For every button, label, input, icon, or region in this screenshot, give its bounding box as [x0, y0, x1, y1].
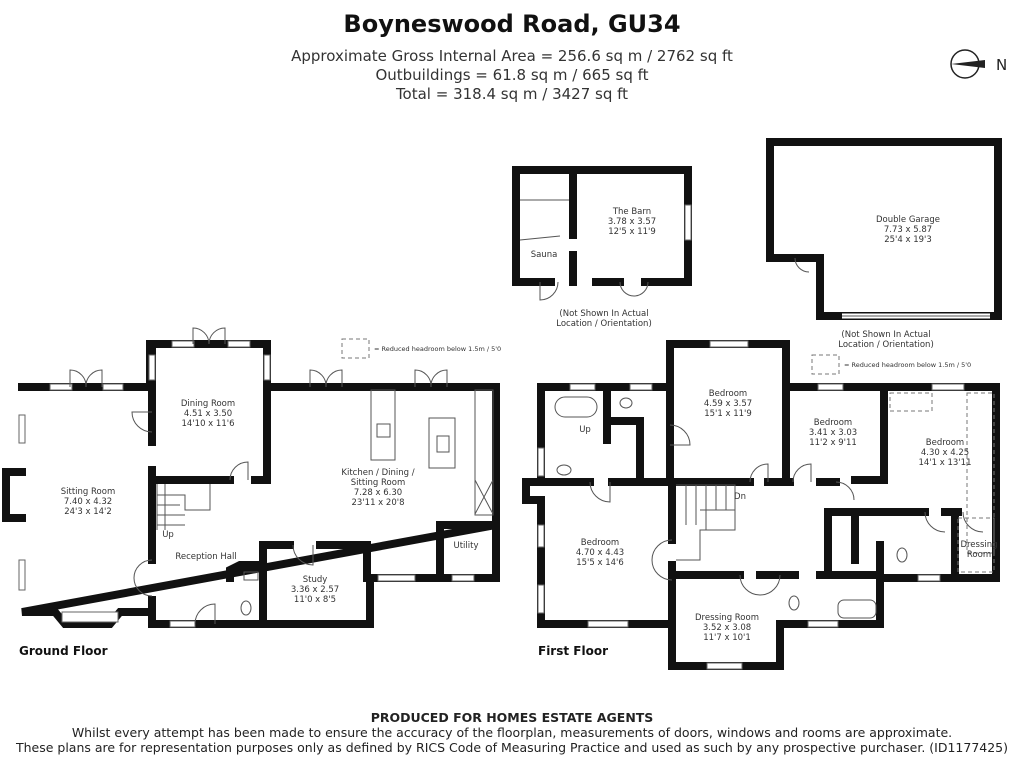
dressing-room-2-name-1: Dressing: [960, 540, 997, 550]
dressing-room-imperial: 11'7 x 10'1: [703, 633, 751, 643]
legend-headroom-first: = Reduced headroom below 1.5m / 5'0: [844, 361, 971, 369]
legend-headroom-ground: = Reduced headroom below 1.5m / 5'0: [374, 345, 501, 353]
producer-credit: PRODUCED FOR HOMES ESTATE AGENTS: [370, 710, 654, 725]
bedroom-2-imperial: 11'2 x 9'11: [809, 438, 857, 448]
barn-note-2: Location / Orientation): [556, 319, 652, 329]
page-title: Boyneswood Road, GU34: [343, 10, 681, 38]
disclaimer-line-1: Whilst every attempt has been made to en…: [71, 725, 953, 740]
bedroom-1-name: Bedroom: [709, 389, 747, 399]
bedroom-3-metric: 4.30 x 4.25: [921, 448, 969, 458]
utility-name: Utility: [453, 541, 478, 551]
garage-outbuilding: Double Garage 7.73 x 5.87 25'4 x 19'3 (N…: [766, 138, 1002, 350]
garage-note-2: Location / Orientation): [838, 340, 934, 350]
study-metric: 3.36 x 2.57: [291, 585, 339, 595]
sauna-name: Sauna: [531, 250, 558, 260]
kitchen-name-1: Kitchen / Dining /: [341, 468, 414, 478]
barn-name: The Barn: [612, 207, 651, 217]
sitting-room-name: Sitting Room: [61, 487, 115, 497]
study-imperial: 11'0 x 8'5: [294, 595, 336, 605]
kitchen-metric: 7.28 x 6.30: [354, 488, 402, 498]
dining-room-metric: 4.51 x 3.50: [184, 409, 232, 419]
garage-note-1: (Not Shown In Actual: [841, 330, 930, 340]
disclaimer-line-2: These plans are for representation purpo…: [15, 740, 1009, 755]
total-area: Total = 318.4 sq m / 3427 sq ft: [395, 85, 629, 103]
first-floor-plan: Up Dn Bedroom 4.59 x 3.57 15'1 x 11'9 Be…: [522, 340, 1000, 670]
barn-imperial: 12'5 x 11'9: [608, 227, 656, 237]
gross-area: Approximate Gross Internal Area = 256.6 …: [291, 47, 733, 65]
bedroom-1-metric: 4.59 x 3.57: [704, 399, 752, 409]
dressing-room-metric: 3.52 x 3.08: [703, 623, 751, 633]
bedroom-4-metric: 4.70 x 4.43: [576, 548, 624, 558]
bedroom-2-name: Bedroom: [814, 418, 852, 428]
reception-hall-name: Reception Hall: [175, 552, 236, 562]
compass-icon: N: [950, 49, 1007, 79]
dining-room-imperial: 14'10 x 11'6: [182, 419, 235, 429]
dressing-room-name: Dressing Room: [695, 613, 759, 623]
barn-metric: 3.78 x 3.57: [608, 217, 656, 227]
kitchen-imperial: 23'11 x 20'8: [352, 498, 405, 508]
bedroom-4-name: Bedroom: [581, 538, 619, 548]
bedroom-2-metric: 3.41 x 3.03: [809, 428, 857, 438]
first-floor-label: First Floor: [538, 644, 608, 658]
bedroom-1-imperial: 15'1 x 11'9: [704, 409, 752, 419]
stairs-up-first-label: Up: [579, 425, 591, 435]
barn-outbuilding: The Barn 3.78 x 3.57 12'5 x 11'9 Sauna (…: [512, 166, 692, 329]
sitting-room-metric: 7.40 x 4.32: [64, 497, 112, 507]
barn-note-1: (Not Shown In Actual: [559, 309, 648, 319]
sitting-room-imperial: 24'3 x 14'2: [64, 507, 112, 517]
kitchen-name-2: Sitting Room: [351, 478, 405, 488]
garage-metric: 7.73 x 5.87: [884, 225, 932, 235]
garage-imperial: 25'4 x 19'3: [884, 235, 932, 245]
ground-floor-label: Ground Floor: [19, 644, 108, 658]
stairs-down-label: Dn: [734, 492, 746, 502]
bedroom-3-name: Bedroom: [926, 438, 964, 448]
stairs-up-label: Up: [162, 530, 174, 540]
study-name: Study: [303, 575, 328, 585]
bedroom-3-imperial: 14'1 x 13'11: [919, 458, 972, 468]
bedroom-4-imperial: 15'5 x 14'6: [576, 558, 624, 568]
garage-name: Double Garage: [876, 215, 940, 225]
compass-label: N: [996, 56, 1007, 74]
dressing-room-2-name-2: Room: [967, 550, 991, 560]
dining-room-name: Dining Room: [181, 399, 235, 409]
outbuildings-area: Outbuildings = 61.8 sq m / 665 sq ft: [375, 66, 649, 84]
ground-floor-plan: Up Sitting Room 7.40 x 4.32 24'3 x 14'2 …: [2, 327, 501, 658]
